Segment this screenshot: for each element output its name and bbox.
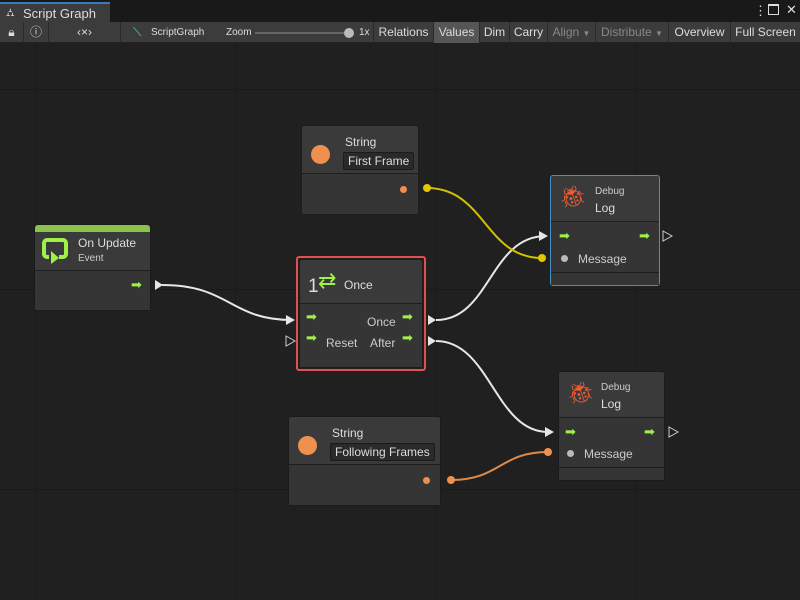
graph-breadcrumb: ⟍ ScriptGraph Zoom 1x [121,22,374,43]
zoom-value: 1x [359,27,370,38]
flow-arrow-icon: ➡ [565,424,576,439]
maximize-icon[interactable] [768,4,779,15]
once-count: 1 [308,276,319,297]
values-button[interactable]: Values [434,22,480,43]
toolbar: 🔒︎ ⓘ ‹×› ⟍ ScriptGraph Zoom 1x Relations… [0,22,800,43]
debug-log-node-2[interactable]: 🐞︎ Debug Log ➡ ➡ Message [558,371,665,481]
input-port[interactable] [561,255,568,262]
selection-outline [296,256,426,371]
update-loop-icon [42,238,68,264]
flow-port-out[interactable] [668,426,680,438]
dim-button[interactable]: Dim [480,22,510,43]
edge-flow-update-once[interactable] [161,284,293,321]
node-category: Debug [601,382,631,393]
align-dropdown[interactable]: Align ▼ [548,22,596,43]
code-icon[interactable]: ‹×› [49,22,121,43]
zoom-slider[interactable] [255,32,351,34]
port-label-reset: Reset [326,336,358,350]
port-dot[interactable] [447,476,455,484]
node-subtitle: Event [78,253,104,264]
port-dot[interactable] [423,184,431,192]
string-type-icon [298,436,317,455]
port-dot[interactable] [544,448,552,456]
align-label: Align [552,25,580,39]
refresh-icon: ⇄ [318,268,337,293]
close-icon[interactable]: ✕ [786,2,797,17]
flow-arrow-icon: ➡ [559,228,570,243]
flow-port-in[interactable] [545,427,554,437]
edge-value-firstframe[interactable] [426,187,543,259]
overview-button[interactable]: Overview [669,22,731,43]
chevron-down-icon: ▼ [582,29,591,38]
relations-button[interactable]: Relations [374,22,434,43]
lock-icon[interactable]: 🔒︎ [0,22,24,43]
once-node[interactable]: 1 ⇄ Once ➡ Once ➡ ➡ Reset After ➡ [299,259,423,368]
port-label-after: After [370,336,396,350]
output-port[interactable] [400,186,407,193]
flow-port-out[interactable] [428,336,436,346]
flow-arrow-icon: ➡ [306,309,317,324]
flow-port-out[interactable] [428,315,436,325]
hierarchy-icon: ⛼ [6,7,15,19]
node-title: String [345,135,377,149]
node-category: Debug [595,186,625,197]
edge-value-followingframes[interactable] [450,451,549,481]
carry-button[interactable]: Carry [510,22,548,43]
flow-arrow-icon: ➡ [644,424,655,439]
edge-flow-after-debug2[interactable] [435,340,549,433]
string-node-following-frames[interactable]: String Following Frames [288,416,441,506]
on-update-node[interactable]: On Update Event ➡ [34,224,151,311]
flow-arrow-icon: ➡ [639,228,650,243]
node-title: Once [344,278,373,292]
port-label-message: Message [584,447,633,461]
node-title: String [332,426,364,440]
port-label-message: Message [578,252,627,266]
full-screen-button[interactable]: Full Screen [735,25,796,39]
string-node-first-frame[interactable]: String First Frame [301,125,419,215]
input-port[interactable] [567,450,574,457]
graph-name[interactable]: ScriptGraph [151,27,205,38]
tab-title: Script Graph [23,6,96,21]
port-label-once: Once [367,315,396,329]
more-menu-icon[interactable]: ⋮ [754,3,767,18]
debug-log-node-1[interactable]: 🐞︎ Debug Log ➡ ➡ Message [550,175,660,286]
string-type-icon [311,145,330,164]
flow-port-out[interactable] [155,280,163,290]
flow-arrow-icon: ➡ [402,309,413,324]
flow-arrow-icon: ➡ [402,330,413,345]
distribute-label: Distribute [601,25,652,39]
flow-arrow-icon: ➡ [306,330,317,345]
bug-icon: 🐞︎ [559,184,587,209]
tab-bar: ⛼ Script Graph ⋮ ✕ [0,0,800,22]
chevron-down-icon: ▼ [655,29,663,38]
flow-arrow-icon: ➡ [131,277,142,292]
node-title: Log [595,201,616,215]
edge-flow-once-debug1[interactable] [435,235,547,321]
port-dot[interactable] [538,254,546,262]
zoom-label: Zoom [226,27,252,38]
node-title: Log [601,397,622,411]
flow-port-in[interactable] [285,335,297,347]
flow-port-out[interactable] [662,230,674,242]
node-title: On Update [78,236,137,250]
zoom-slider-thumb[interactable] [344,28,354,38]
distribute-dropdown[interactable]: Distribute ▼ [596,22,669,43]
flow-port-in[interactable] [286,315,295,325]
tab-script-graph[interactable]: ⛼ Script Graph [0,2,110,22]
bug-icon: 🐞︎ [567,380,595,405]
string-value-input[interactable]: First Frame [343,152,415,170]
output-port[interactable] [423,477,430,484]
graph-icon: ⟍ [133,25,142,39]
flow-port-in[interactable] [539,231,548,241]
info-icon[interactable]: ⓘ [24,22,49,43]
string-value-input[interactable]: Following Frames [330,443,435,461]
